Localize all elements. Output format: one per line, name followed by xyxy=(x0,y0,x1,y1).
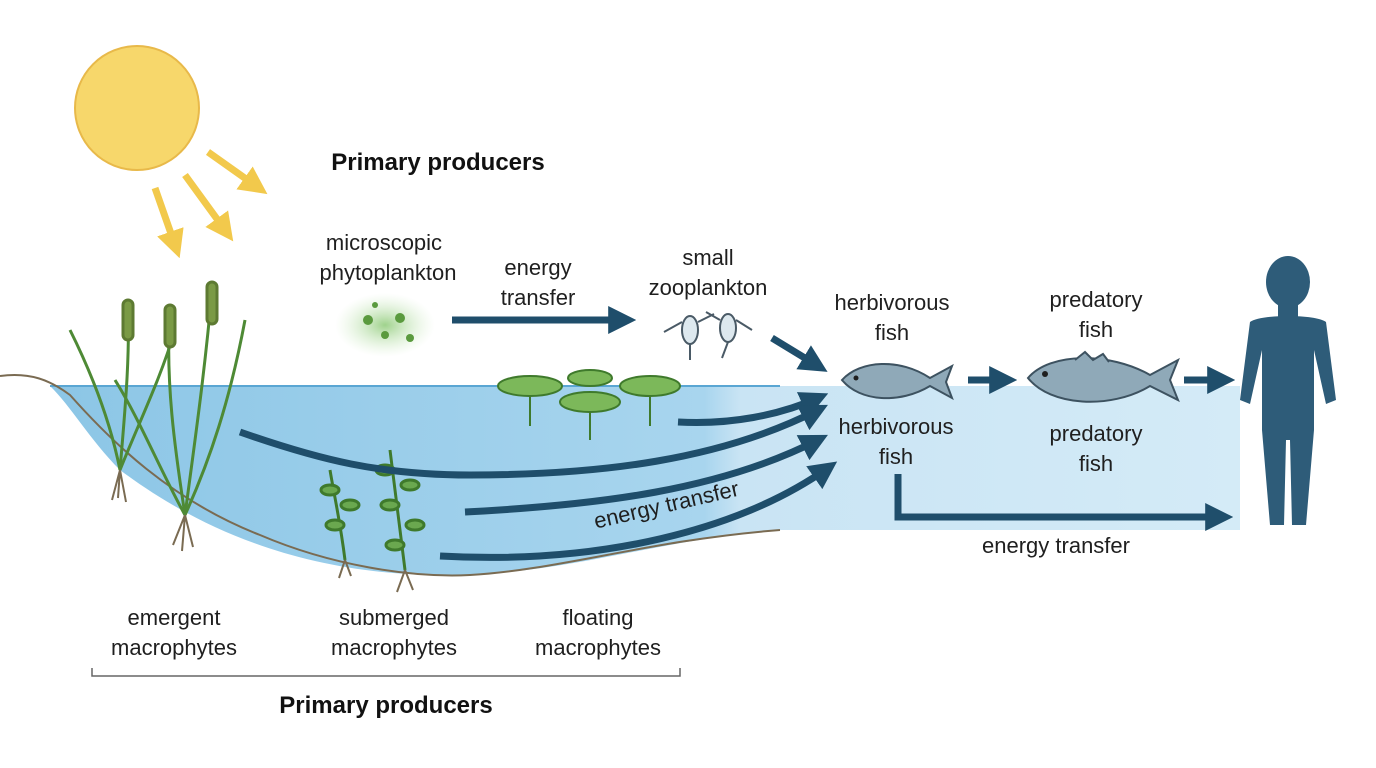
herbivorous-fish-icon xyxy=(840,362,954,401)
human-icon xyxy=(1240,256,1336,525)
submerged-label-2: macrophytes xyxy=(331,635,457,660)
predatory-fish-bottom-label-2: fish xyxy=(1079,451,1113,476)
arrow-herbivore-to-human xyxy=(894,474,1234,531)
zooplankton-label-2: zooplankton xyxy=(649,275,768,300)
zooplankton-label-1: small xyxy=(682,245,733,270)
predatory-fish-top-label-1: predatory xyxy=(1050,287,1143,312)
emergent-label-2: macrophytes xyxy=(111,635,237,660)
sun-icon xyxy=(74,45,200,171)
phytoplankton-label-2: phytoplankton xyxy=(320,260,457,285)
arrow-emergent-to-herbivore xyxy=(238,404,828,479)
primary-producers-top-label: Primary producers xyxy=(331,149,544,176)
arrow-zoo-to-herbivore xyxy=(770,335,828,372)
sun-rays-icon xyxy=(151,149,268,259)
herbivorous-fish-bottom-label-1: herbivorous xyxy=(839,414,954,439)
submerged-label-1: submerged xyxy=(339,605,449,630)
energy-transfer-top-label-1: energy xyxy=(504,255,571,280)
primary-producers-bottom-label: Primary producers xyxy=(279,692,492,719)
energy-transfer-top-label-2: transfer xyxy=(501,285,576,310)
herbivorous-fish-bottom-label-2: fish xyxy=(879,444,913,469)
herbivorous-fish-top-label-2: fish xyxy=(875,320,909,345)
energy-transfer-bottom-label: energy transfer xyxy=(982,533,1130,558)
floating-label-1: floating xyxy=(563,605,634,630)
primary-producers-bracket xyxy=(91,668,681,677)
emergent-macrophytes-icon xyxy=(68,280,247,552)
energy-flow-arrows xyxy=(238,306,1236,561)
arrow-submerged-to-herbivore-1 xyxy=(464,434,828,516)
zooplankton-icon xyxy=(663,311,753,360)
phytoplankton-label-1: microscopic xyxy=(326,230,442,255)
predatory-fish-bottom-label-1: predatory xyxy=(1050,421,1143,446)
predatory-fish-icon xyxy=(1026,350,1180,403)
floating-label-2: macrophytes xyxy=(535,635,661,660)
floating-macrophytes-icon xyxy=(497,369,681,440)
emergent-label-1: emergent xyxy=(128,605,221,630)
predatory-fish-top-label-2: fish xyxy=(1079,317,1113,342)
arrow-floating-to-herbivore xyxy=(677,392,829,426)
arrow-submerged-to-herbivore-2 xyxy=(439,461,838,561)
diagram-labels: Primary producers microscopic phytoplank… xyxy=(111,149,1142,719)
herbivorous-fish-top-label-1: herbivorous xyxy=(835,290,950,315)
phytoplankton-icon xyxy=(335,293,435,357)
